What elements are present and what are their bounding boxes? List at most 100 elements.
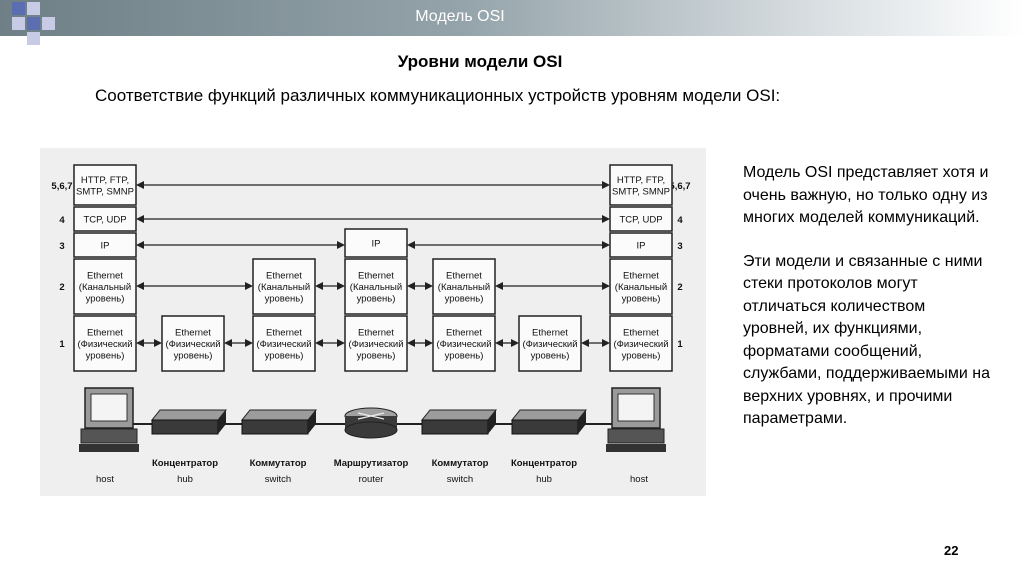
device-stack-2-physical-text: Ethernet <box>175 328 211 339</box>
arrow-link-4-head-left <box>495 282 503 290</box>
device-stack-2-physical-text: (Физический <box>165 339 220 350</box>
device-stack-4-network <box>344 228 408 258</box>
host-stack-1-physical-text: (Физический <box>77 339 132 350</box>
arrow-link-1-head-left <box>136 282 144 290</box>
network-device-hub-1-front <box>151 419 219 435</box>
arrow-physical-4-head-left <box>407 339 415 347</box>
page-number: 22 <box>944 543 959 558</box>
device-stack-6-physical-text: (Физический <box>522 339 577 350</box>
device-stack-6-physical <box>518 315 582 372</box>
slide-heading: Уровни модели OSI <box>397 52 563 71</box>
device-stack-2-physical-text: уровень) <box>174 351 213 362</box>
device-stack-2-physical <box>161 315 225 372</box>
host-stack-2-physical-text: уровень) <box>622 351 661 362</box>
host-stack-1-app-text: HTTP, FTP, <box>81 175 129 186</box>
arrow-transport-head-left <box>136 215 144 223</box>
host-stack-1-link <box>73 258 137 315</box>
device-stack-5-link-text: уровень) <box>445 294 484 305</box>
level-number-right-5: 1 <box>677 339 683 350</box>
host-computer-2-keyboard <box>606 444 666 452</box>
network-device-hub-1-top <box>150 409 228 421</box>
device-label-6: Концентратор <box>511 458 577 469</box>
host-stack-2-transport-text: TCP, UDP <box>619 215 662 226</box>
device-label-5: Коммутатор <box>432 458 489 469</box>
device-stack-3-link <box>252 258 316 315</box>
device-stack-4-physical-text: уровень) <box>357 351 396 362</box>
network-device-hub-4-top <box>510 409 588 421</box>
level-number-right-1: 5,6,7 <box>669 181 690 192</box>
device-label-3: Коммутатор <box>250 458 307 469</box>
host-computer-1-keyboard <box>79 444 139 452</box>
decorative-squares <box>0 0 80 50</box>
host-stack-1-physical <box>73 315 137 372</box>
slide-subheading: Соответствие функций различных коммуника… <box>95 86 781 105</box>
device-stack-5-physical <box>432 315 496 372</box>
host-computer-2-screen <box>617 393 655 422</box>
device-stack-4-physical-text: Ethernet <box>358 328 394 339</box>
device-stack-3-physical-text: уровень) <box>265 351 304 362</box>
host-stack-1-app-text: SMTP, SMNP <box>76 186 134 197</box>
host-stack-2-physical <box>609 315 673 372</box>
network-device-switch-3-front <box>421 419 489 435</box>
arrow-physical-2-head-left <box>224 339 232 347</box>
device-stack-3-physical <box>252 315 316 372</box>
network-device-switch-3-top <box>420 409 498 421</box>
host-stack-1-physical-text: уровень) <box>86 351 125 362</box>
host-stack-2-physical-text: Ethernet <box>623 328 659 339</box>
level-number-left-3: 3 <box>59 241 64 252</box>
arrow-link-3-head-left <box>407 282 415 290</box>
arrow-network-right-head-left <box>407 241 415 249</box>
host-computer-1-screen <box>90 393 128 422</box>
device-stack-4-link-text: Ethernet <box>358 271 394 282</box>
device-stack-5-link <box>432 258 496 315</box>
level-number-left-4: 2 <box>59 282 64 293</box>
arrow-physical-1-head-right <box>154 339 162 347</box>
header-title: Модель OSI <box>415 8 505 25</box>
host-stack-1-link-text: Ethernet <box>87 271 123 282</box>
device-sublabel-1: host <box>96 474 114 485</box>
host-stack-2-network-text: IP <box>637 241 646 252</box>
arrow-physical-3-head-left <box>315 339 323 347</box>
device-stack-6-physical-text: уровень) <box>531 351 570 362</box>
arrow-physical-6-head-left <box>581 339 589 347</box>
device-stack-5-link-text: Ethernet <box>446 271 482 282</box>
arrow-physical-5-head-right <box>511 339 519 347</box>
device-sublabel-3: switch <box>265 474 291 485</box>
level-number-right-3: 3 <box>677 241 682 252</box>
host-stack-1-transport-text: TCP, UDP <box>83 215 126 226</box>
device-label-2: Концентратор <box>152 458 218 469</box>
device-stack-4-link-text: (Канальный <box>350 282 402 293</box>
device-stack-4-link <box>344 258 408 315</box>
host-stack-2-link-text: Ethernet <box>623 271 659 282</box>
host-stack-2-network <box>609 232 673 258</box>
arrow-physical-5-head-left <box>495 339 503 347</box>
device-stack-6-physical-text: Ethernet <box>532 328 568 339</box>
device-stack-3-link-text: (Канальный <box>258 282 310 293</box>
device-stack-3-physical-text: Ethernet <box>266 328 302 339</box>
host-stack-1-network-text: IP <box>101 241 110 252</box>
device-stack-5-link-text: (Канальный <box>438 282 490 293</box>
device-stack-5-physical-text: (Физический <box>436 339 491 350</box>
host-stack-1-transport <box>73 206 137 232</box>
device-sublabel-2: hub <box>177 474 193 485</box>
host-computer-1-base <box>80 428 138 444</box>
router-top-mark-2 <box>357 412 385 420</box>
device-stack-3-link-text: Ethernet <box>266 271 302 282</box>
device-stack-4-physical <box>344 315 408 372</box>
side-text: Модель OSI представляет хотя и очень важ… <box>743 162 993 452</box>
arrow-network-right-head-right <box>602 241 610 249</box>
network-device-hub-4-front <box>511 419 579 435</box>
arrow-physical-3-head-right <box>337 339 345 347</box>
arrow-physical-2-head-right <box>245 339 253 347</box>
side-paragraph-2: Эти модели и связанные с ними стеки прот… <box>743 252 990 428</box>
device-sublabel-6: hub <box>536 474 552 485</box>
host-stack-2-physical-text: (Физический <box>613 339 668 350</box>
device-stack-3-link-text: уровень) <box>265 294 304 305</box>
arrow-physical-1-head-left <box>136 339 144 347</box>
host-stack-2-app <box>609 164 673 206</box>
network-device-switch-2-top <box>240 409 318 421</box>
arrow-link-4-head-right <box>602 282 610 290</box>
host-computer-2-base <box>607 428 665 444</box>
arrow-network-left-head-right <box>337 241 345 249</box>
